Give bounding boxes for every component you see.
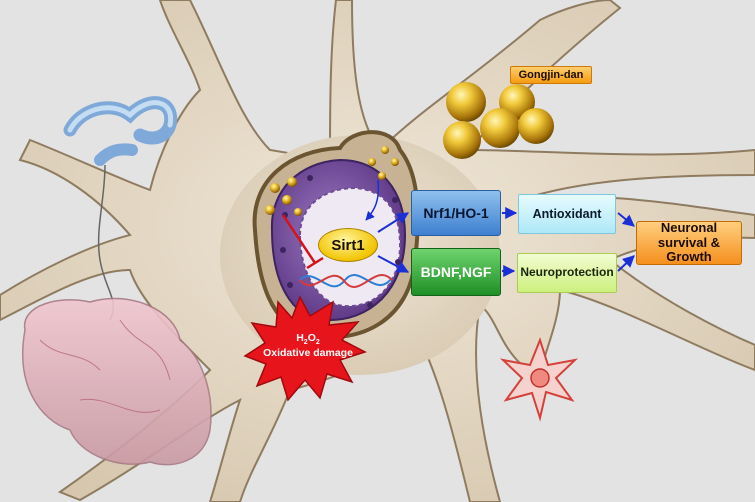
gongjin-dan-label: Gongjin-dan (510, 66, 592, 84)
gongjin-dan-pills (443, 82, 554, 159)
pathway-arrows (377, 207, 635, 277)
nrf1-ho1-box: Nrf1/HO-1 (411, 190, 501, 236)
explosion-icon (243, 295, 367, 402)
brain-icon (22, 297, 212, 466)
oxidative-damage-text: Oxidative damage (263, 347, 353, 360)
dna-helix-icon (299, 274, 393, 288)
outcome-line2: survival & Growth (657, 234, 721, 265)
star-cell-icon (499, 337, 579, 422)
outcome-line1: Neuronal (660, 219, 718, 235)
antioxidant-box: Antioxidant (518, 194, 616, 234)
sirt1-node: Sirt1 (318, 228, 378, 262)
outcome-box: Neuronal survival & Growth (636, 219, 742, 265)
bdnf-ngf-box: BDNF,NGF (411, 248, 501, 296)
h2o2-formula: H2O2 (296, 332, 320, 347)
gold-particles (265, 146, 399, 216)
oxidative-damage-label: H2O2 Oxidative damage (258, 332, 358, 360)
neuroprotection-box: Neuroprotection (517, 253, 617, 293)
inhibition-mark (281, 214, 324, 270)
